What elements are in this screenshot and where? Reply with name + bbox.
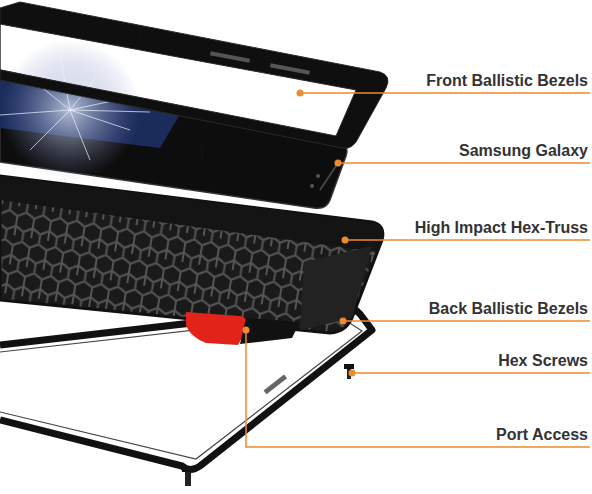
- port-access-flap: [186, 312, 247, 345]
- part-label: Samsung Galaxy: [458, 142, 589, 160]
- part-label: Port Access: [495, 426, 589, 444]
- hex-screw: [182, 364, 354, 486]
- part-label: Hex Screws: [497, 352, 589, 370]
- leader-lines: [246, 93, 590, 447]
- part-label: High Impact Hex-Truss: [414, 219, 589, 237]
- front-bezel: [0, 2, 388, 160]
- leader-dots: [243, 90, 356, 377]
- part-label: Front Ballistic Bezels: [425, 72, 589, 90]
- part-label: Back Ballistic Bezels: [428, 300, 589, 318]
